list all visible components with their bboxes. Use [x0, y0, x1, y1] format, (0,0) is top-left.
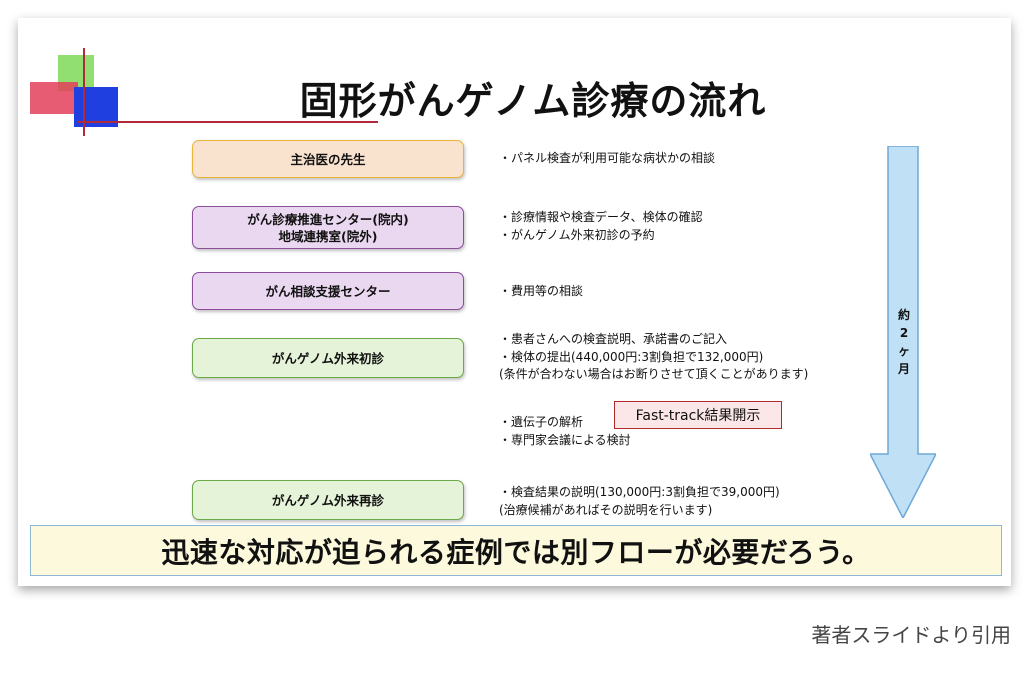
step-label: がんゲノム外来初診 — [271, 350, 385, 366]
timeline-label: 約 2 ヶ 月 — [896, 306, 912, 378]
step-note: ・患者さんへの検査説明、承諾書のご記入 ・検体の提出(440,000円:3割負担… — [499, 332, 809, 381]
step-genome-first-visit: がんゲノム外来初診 — [192, 338, 464, 378]
step-label: 主治医の先生 — [290, 151, 366, 167]
timeline-char: ヶ — [897, 344, 910, 358]
title-rule — [78, 121, 378, 123]
step-note: ・診療情報や検査データ、検体の確認 ・がんゲノム外来初診の予約 — [499, 210, 703, 242]
timeline-arrow — [870, 146, 936, 518]
fast-track-badge: Fast-track結果開示 — [614, 401, 782, 429]
slide-title: 固形がんゲノム診療の流れ — [299, 79, 767, 123]
timeline-char: 約 — [897, 308, 910, 322]
step-note: ・費用等の相談 — [499, 284, 584, 298]
timeline-char: 2 — [899, 326, 909, 340]
step-primary-doctor: 主治医の先生 — [192, 140, 464, 178]
source-caption: 著者スライドより引用 — [811, 623, 1011, 647]
step-note: ・検査結果の説明(130,000円:3割負担で39,000円) (治療候補があれ… — [499, 485, 780, 517]
step-consultation-center: がん相談支援センター — [192, 272, 464, 310]
step-label: がん相談支援センター — [265, 283, 391, 299]
step-cancer-center: がん診療推進センター(院内) 地域連携室(院外) — [192, 206, 464, 249]
conclusion-banner: 迅速な対応が迫られる症例では別フローが必要だろう。 — [30, 525, 1002, 576]
step-label: がんゲノム外来再診 — [271, 492, 385, 508]
logo-decoration — [30, 48, 118, 136]
slide: 固形がんゲノム診療の流れ 主治医の先生 ・パネル検査が利用可能な病状かの相談 が… — [18, 18, 1011, 586]
step-note: ・遺伝子の解析 ・専門家会議による検討 — [499, 415, 631, 447]
step-note: ・パネル検査が利用可能な病状かの相談 — [499, 151, 716, 165]
step-genome-revisit: がんゲノム外来再診 — [192, 480, 464, 520]
step-label: がん診療推進センター(院内) 地域連携室(院外) — [247, 211, 409, 244]
timeline-char: 月 — [897, 362, 910, 376]
